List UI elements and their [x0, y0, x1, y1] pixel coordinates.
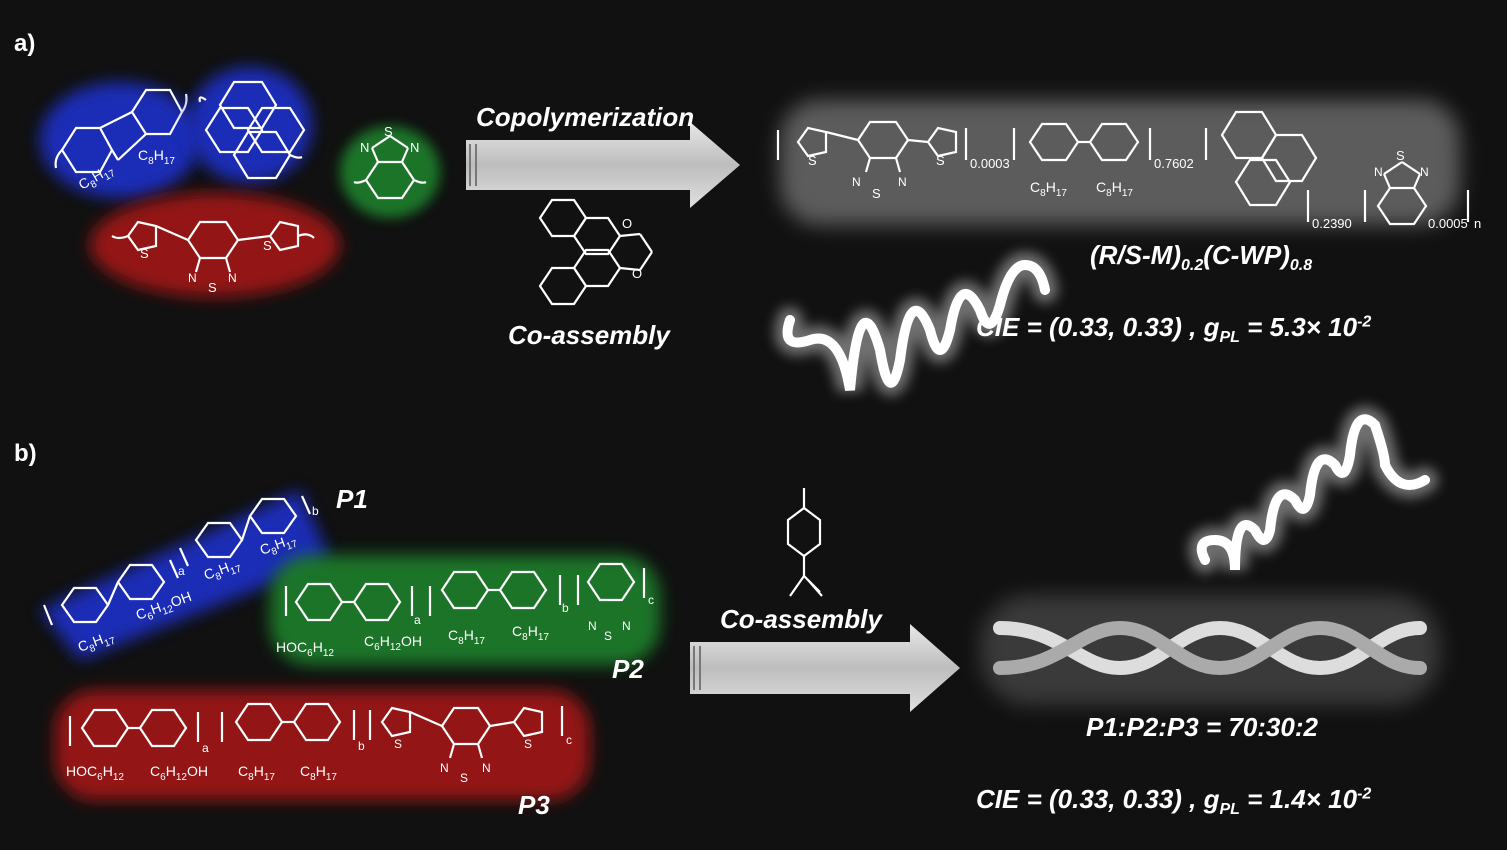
- svg-text:HOC6H12: HOC6H12: [66, 763, 124, 783]
- copolymerization-label: Copolymerization: [476, 102, 695, 132]
- svg-text:S: S: [1396, 148, 1405, 163]
- double-helix-fiber: [980, 595, 1440, 705]
- svg-text:a: a: [178, 564, 185, 578]
- svg-text:b: b: [562, 601, 569, 615]
- svg-text:N: N: [188, 271, 197, 285]
- p2-label: P2: [612, 654, 644, 684]
- svg-text:S: S: [936, 153, 945, 168]
- svg-text:S: S: [140, 246, 149, 261]
- svg-text:N: N: [622, 619, 631, 633]
- copolymer-chain-a: S S S N N S N N C8H17 C8H17: [776, 100, 1470, 226]
- svg-text:c: c: [648, 593, 654, 607]
- fraction-2: 0.7602: [1154, 156, 1194, 171]
- svg-text:S: S: [460, 771, 468, 785]
- panel-b-label: b): [14, 440, 37, 467]
- fluorene-monomer: C8H17 C8H17: [40, 82, 200, 198]
- polymer-formula: (R/S-M)0.2(C-WP)0.8: [1090, 240, 1313, 275]
- ratio-label: P1:P2:P3 = 70:30:2: [1086, 712, 1318, 742]
- svg-text:N: N: [1420, 165, 1429, 179]
- fraction-3: 0.2390: [1312, 216, 1352, 231]
- svg-text:N: N: [852, 175, 861, 189]
- svg-text:S: S: [384, 124, 393, 139]
- p3-label: P3: [518, 790, 550, 820]
- oxygen-atom: O: [622, 216, 632, 231]
- panel-a-label: a): [14, 30, 36, 57]
- p2-polymer: HOC6H12 C6H12OH C8H17 C8H17 a b c S N N: [270, 555, 660, 665]
- benzothiadiazole-monomer: S N N: [340, 124, 440, 218]
- svg-text:N: N: [228, 271, 237, 285]
- p1-polymer: C8H17 C6H12OH C8H17 C8H17 a b: [40, 490, 330, 660]
- pyrene-monomer: [188, 67, 312, 183]
- svg-text:S: S: [208, 280, 217, 295]
- fraction-4: 0.0005: [1428, 216, 1468, 231]
- oxygen-atom: O: [632, 266, 642, 281]
- svg-text:N: N: [588, 619, 597, 633]
- svg-text:N: N: [482, 761, 491, 775]
- svg-text:N: N: [440, 761, 449, 775]
- svg-text:b: b: [358, 739, 365, 753]
- svg-text:N: N: [1374, 165, 1383, 179]
- limonene-inducer: [786, 488, 823, 597]
- repeat-n: n: [1474, 216, 1481, 231]
- helix-b: [1188, 406, 1438, 573]
- helix-a: [774, 251, 1058, 396]
- svg-text:a: a: [414, 613, 421, 627]
- svg-text:S: S: [604, 629, 612, 643]
- svg-text:S: S: [808, 153, 817, 168]
- svg-text:N: N: [360, 140, 369, 155]
- p3-polymer: HOC6H12 C6H12OH C8H17 C8H17 a b c S S S …: [55, 690, 590, 800]
- dtbt-monomer: S S S N N: [90, 193, 340, 297]
- co-assembly-label-b: Co-assembly: [720, 604, 882, 634]
- svg-text:S: S: [263, 238, 272, 253]
- fraction-1: 0.0003: [970, 156, 1010, 171]
- svg-text:N: N: [410, 140, 419, 155]
- cie-result-b: CIE = (0.33, 0.33) , gPL = 1.4× 10-2: [976, 784, 1372, 819]
- cie-result-a: CIE = (0.33, 0.33) , gPL = 5.3× 10-2: [976, 312, 1372, 347]
- svg-text:c: c: [566, 733, 572, 747]
- svg-text:S: S: [394, 737, 402, 751]
- svg-text:S: S: [872, 186, 881, 201]
- svg-text:N: N: [898, 175, 907, 189]
- svg-text:S: S: [524, 737, 532, 751]
- copolymerization-arrow: [466, 122, 740, 208]
- co-assembly-label-a: Co-assembly: [508, 320, 670, 350]
- co-assembly-arrow-b: [690, 624, 960, 712]
- svg-text:b: b: [312, 504, 319, 518]
- p1-label: P1: [336, 484, 368, 514]
- binaphthyl-inducer: [538, 198, 653, 306]
- svg-text:a: a: [202, 741, 209, 755]
- svg-text:HOC6H12: HOC6H12: [276, 639, 334, 659]
